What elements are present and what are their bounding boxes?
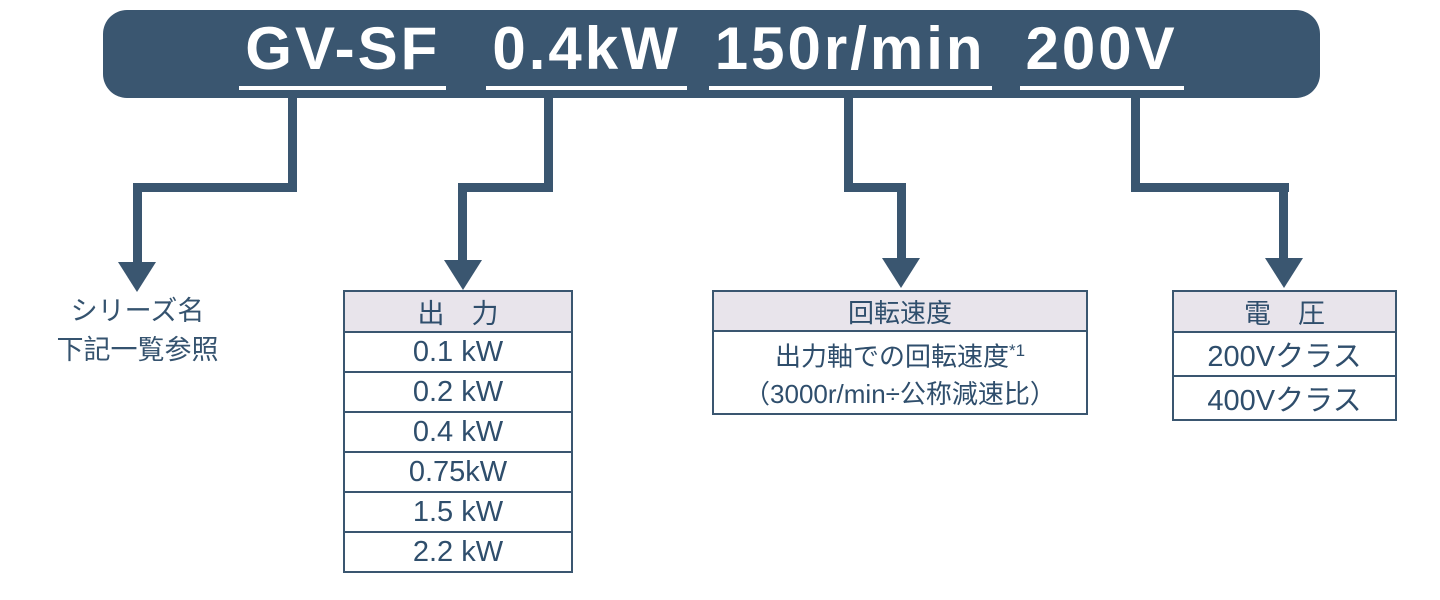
output-connector-elbow-line: [458, 183, 553, 192]
model-segment-output: 0.4kW: [486, 18, 687, 90]
model-segment-series-code: GV-SF: [239, 18, 447, 90]
rotation-speed-box: 回転速度 出力軸での回転速度*1 （3000r/min÷公称減速比）: [712, 290, 1088, 415]
output-connector-drop-line: [544, 97, 553, 192]
output-value: 0.75kW: [343, 451, 573, 493]
table-row: 2.2 kW: [343, 531, 573, 573]
series-connector-elbow-line: [133, 183, 297, 192]
output-value: 1.5 kW: [343, 491, 573, 533]
rotation-speed-desc-line1: 出力軸での回転速度*1: [774, 340, 1026, 372]
voltage-table: 電 圧 200Vクラス 400Vクラス: [1172, 290, 1397, 421]
voltage-table-header: 電 圧: [1172, 290, 1397, 333]
series-arrow-icon: [118, 262, 156, 292]
speed-arrow-icon: [882, 258, 920, 288]
series-name-label: シリーズ名 下記一覧参照: [10, 292, 265, 370]
output-table-header: 出 力: [343, 290, 573, 333]
rotation-speed-header: 回転速度: [714, 292, 1086, 332]
speed-connector-elbow-line: [844, 183, 906, 192]
table-row: 200Vクラス: [1172, 331, 1397, 377]
output-value: 0.1 kW: [343, 331, 573, 373]
output-value: 0.4 kW: [343, 411, 573, 453]
rotation-speed-desc-line2: （3000r/min÷公称減速比）: [744, 379, 1056, 410]
voltage-connector-elbow-line: [1131, 183, 1289, 192]
model-segment-speed: 150r/min: [708, 18, 992, 90]
series-name-line1: シリーズ名: [70, 296, 205, 326]
series-name-line2: 下記一覧参照: [56, 335, 219, 365]
series-connector-stem-line: [133, 183, 142, 265]
voltage-value: 200Vクラス: [1172, 331, 1397, 377]
table-row: 0.1 kW: [343, 331, 573, 373]
table-row: 0.75kW: [343, 451, 573, 493]
voltage-value: 400Vクラス: [1172, 375, 1397, 421]
series-connector-drop-line: [288, 97, 297, 192]
voltage-connector-stem-line: [1279, 183, 1288, 261]
model-segment-voltage: 200V: [1019, 18, 1184, 90]
table-row: 0.4 kW: [343, 411, 573, 453]
model-number-banner: GV-SF 0.4kW 150r/min 200V: [103, 10, 1320, 98]
output-arrow-icon: [444, 260, 482, 290]
speed-connector-stem-line: [897, 183, 906, 261]
output-connector-stem-line: [458, 183, 467, 263]
footnote-marker: *1: [1008, 340, 1026, 360]
voltage-arrow-icon: [1265, 258, 1303, 288]
output-table: 出 力 0.1 kW 0.2 kW 0.4 kW 0.75kW 1.5 kW 2…: [343, 290, 573, 573]
table-row: 0.2 kW: [343, 371, 573, 413]
voltage-connector-drop-line: [1131, 97, 1140, 192]
output-value: 0.2 kW: [343, 371, 573, 413]
table-row: 400Vクラス: [1172, 375, 1397, 421]
table-row: 1.5 kW: [343, 491, 573, 533]
rotation-speed-description: 出力軸での回転速度*1 （3000r/min÷公称減速比）: [714, 332, 1086, 413]
speed-connector-drop-line: [844, 97, 853, 192]
output-value: 2.2 kW: [343, 531, 573, 573]
